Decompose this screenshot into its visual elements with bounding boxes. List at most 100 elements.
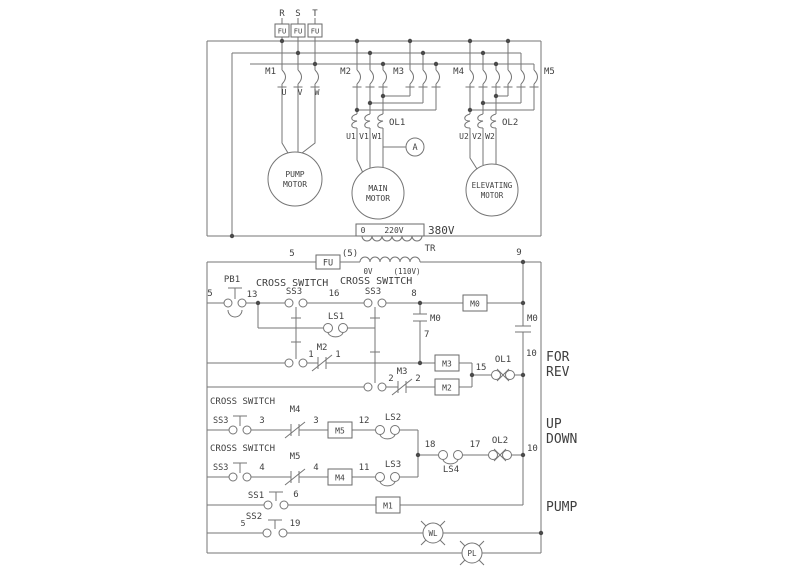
fuse-t-label: FU bbox=[311, 28, 319, 36]
node6-label: 6 bbox=[293, 490, 298, 500]
overload-ol2-contact bbox=[488, 448, 512, 462]
ol2-contact-label: OL2 bbox=[492, 436, 508, 446]
node19-label: 19 bbox=[290, 519, 301, 529]
transformer-labels: 0 220V 380V TR 0V (110V) bbox=[361, 224, 455, 276]
limit-switch-ls4 bbox=[438, 450, 463, 460]
ss2-label: SS2 bbox=[246, 512, 262, 522]
fuse-t bbox=[307, 23, 323, 38]
node18-label: 18 bbox=[425, 440, 436, 450]
node3b-label: 3 bbox=[313, 416, 318, 426]
coil-m0-label: M0 bbox=[470, 300, 480, 309]
terminal-u: U bbox=[282, 88, 287, 97]
contactor-contact-arcs bbox=[281, 69, 538, 85]
coil-m4 bbox=[327, 468, 353, 486]
ls4-label: LS4 bbox=[443, 465, 459, 475]
ladder-wiring bbox=[206, 261, 542, 554]
transformer bbox=[355, 223, 425, 263]
node8-label: 8 bbox=[411, 289, 416, 299]
terminal-v: V bbox=[298, 88, 303, 97]
cross-switch-label-2: CROSS SWITCH bbox=[340, 276, 412, 287]
ls1-label: LS1 bbox=[328, 312, 344, 322]
coil-m2-label: M2 bbox=[442, 384, 452, 393]
coil-m5-label: M5 bbox=[335, 427, 345, 436]
cross-switch-ss3-2 bbox=[363, 298, 387, 308]
section-label-pump: PUMP bbox=[546, 500, 577, 515]
fuse-r-label: FU bbox=[278, 28, 286, 36]
node4a-label: 4 bbox=[259, 463, 264, 473]
coil-m5 bbox=[327, 421, 353, 439]
terminal-w1: W1 bbox=[372, 132, 382, 141]
primary-zero-label: 0 bbox=[361, 226, 366, 235]
power-bus-wiring bbox=[206, 18, 542, 237]
terminal-u2: U2 bbox=[459, 132, 469, 141]
secondary-0v-label: 0V bbox=[363, 267, 373, 276]
switch-ss2 bbox=[262, 528, 288, 538]
contactor-m5-label: M5 bbox=[544, 67, 555, 77]
cross-switch-label-1: CROSS SWITCH bbox=[256, 278, 328, 289]
ol1-contact-label: OL1 bbox=[495, 355, 511, 365]
main-motor-label-1: MAIN bbox=[368, 184, 387, 193]
m5-nc-label: M5 bbox=[290, 452, 301, 462]
power-labels: R S T FU FU FU M1 M2 M3 M4 M5 U V W OL1 … bbox=[265, 9, 555, 203]
node4b-label: 4 bbox=[313, 463, 318, 473]
elevating-motor bbox=[465, 163, 519, 217]
fuse-s-label: FU bbox=[294, 28, 302, 36]
node17-label: 17 bbox=[470, 440, 481, 450]
coil-m1-label: M1 bbox=[383, 502, 393, 511]
main-motor bbox=[351, 166, 405, 220]
node13-label: 13 bbox=[247, 290, 258, 300]
node9-label: 9 bbox=[516, 248, 521, 258]
ss1-label: SS1 bbox=[248, 491, 264, 501]
fuse-r bbox=[274, 23, 290, 38]
cross-switch-ss3-3 bbox=[228, 425, 252, 435]
secondary-110v-label: (110V) bbox=[393, 267, 420, 276]
node7-label: 7 bbox=[424, 330, 429, 340]
overload-ol2-label: OL2 bbox=[502, 118, 518, 128]
section-label-up: UP bbox=[546, 417, 562, 432]
control-junction-dots bbox=[255, 259, 544, 536]
elevating-motor-label-1: ELEVATING bbox=[472, 181, 513, 190]
node1b-label: 1 bbox=[335, 350, 340, 360]
control-labels: 5 FU (5) 9 PB1 5 13 CROSS SWITCH SS3 16 … bbox=[207, 248, 577, 558]
m0-aux-contact-label: M0 bbox=[430, 314, 441, 324]
lamp-pl-label: PL bbox=[467, 549, 477, 558]
ss3-lower-contact-2 bbox=[363, 382, 387, 392]
cross-switch-label-3: CROSS SWITCH bbox=[210, 397, 275, 407]
terminal-w2: W2 bbox=[485, 132, 495, 141]
node16-label: 16 bbox=[329, 289, 340, 299]
node11-label: 11 bbox=[359, 463, 370, 473]
coil-m3 bbox=[434, 354, 460, 372]
secondary-winding bbox=[359, 256, 421, 263]
overload-ol1-heaters bbox=[351, 113, 384, 129]
ls3-label: LS3 bbox=[385, 460, 401, 470]
ammeter-label: A bbox=[412, 143, 417, 153]
cross-switch-ss3-4 bbox=[228, 472, 252, 482]
control-fuse-label: FU bbox=[323, 259, 333, 269]
line-voltage-label: 380V bbox=[428, 224, 455, 237]
section-label-down: DOWN bbox=[546, 432, 577, 447]
phase-label-t: T bbox=[312, 9, 318, 19]
node15-label: 15 bbox=[476, 363, 487, 373]
m0-rail-contact-label: M0 bbox=[527, 314, 538, 324]
terminal-v1: V1 bbox=[359, 132, 369, 141]
lamp-wl bbox=[420, 520, 446, 546]
coil-m0 bbox=[462, 294, 488, 312]
node3a-label: 3 bbox=[259, 416, 264, 426]
phase-label-s: S bbox=[295, 9, 300, 19]
limit-switch-ls2 bbox=[375, 425, 400, 435]
node1a-label: 1 bbox=[308, 350, 313, 360]
node2b-label: 2 bbox=[415, 374, 420, 384]
terminal-u1: U1 bbox=[346, 132, 356, 141]
section-label-rev: REV bbox=[546, 365, 570, 380]
lamp-wl-label: WL bbox=[428, 529, 438, 538]
overload-ol1-label: OL1 bbox=[389, 118, 405, 128]
coil-m2 bbox=[434, 378, 460, 396]
switch-ss1 bbox=[263, 500, 289, 510]
contactor-m3-label: M3 bbox=[393, 67, 404, 77]
transformer-name: TR bbox=[425, 244, 436, 254]
primary-voltage-label: 220V bbox=[384, 226, 403, 235]
elevating-motor-label-2: MOTOR bbox=[481, 191, 504, 200]
fuse-s bbox=[290, 23, 306, 38]
lamp-pl bbox=[459, 540, 485, 566]
